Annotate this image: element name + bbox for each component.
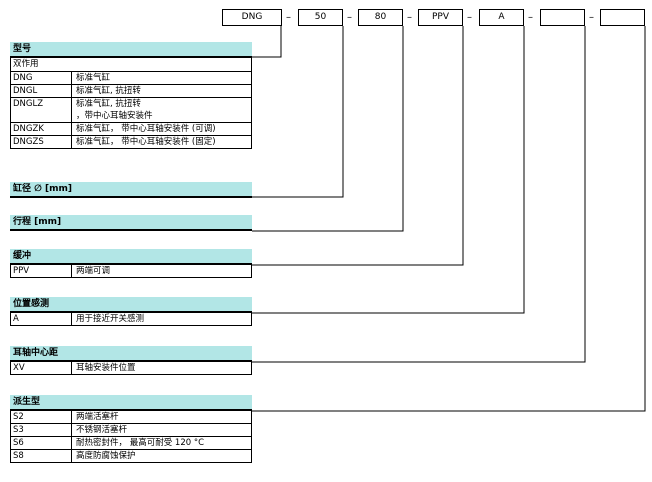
code-desc: 耐热密封件， 最高可耐受 120 °C xyxy=(76,438,205,448)
section-title: 型号 xyxy=(10,42,252,58)
connector-sensing xyxy=(252,26,525,314)
section-cushion: 缓冲 PPV 两端可调 xyxy=(10,249,252,278)
section-stroke: 行程 [mm] xyxy=(10,215,252,231)
code-key: S6 xyxy=(11,437,72,449)
table-row: XV 耳轴安装件位置 xyxy=(11,362,251,375)
connector-cushion xyxy=(252,26,464,266)
table-row: S8 高度防腐蚀保护 xyxy=(11,450,251,463)
code-key: XV xyxy=(11,362,72,374)
variants-table: S2 两端活塞杆 S3 不锈钢活塞杆 S6 耐热密封件， 最高可耐受 120 °… xyxy=(10,411,252,463)
code-box-type: DNG xyxy=(222,9,282,26)
section-subtitle: 双作用 xyxy=(11,58,251,72)
code-key: S8 xyxy=(11,450,72,462)
table-row: A 用于接近开关感测 xyxy=(11,313,251,326)
section-title: 缓冲 xyxy=(10,249,252,265)
section-title: 派生型 xyxy=(10,395,252,411)
code-separator: – xyxy=(467,12,472,23)
section-title: 位置感测 xyxy=(10,297,252,313)
table-row: DNGZS 标准气缸， 带中心耳轴安装件 (固定) xyxy=(11,136,251,149)
trunnion-table: XV 耳轴安装件位置 xyxy=(10,362,252,375)
code-separator: – xyxy=(589,12,594,23)
section-title: 耳轴中心距 xyxy=(10,346,252,362)
type-table: 双作用 DNG 标准气缸 DNGL 标准气缸, 抗扭转 DNGLZ 标准气缸, … xyxy=(10,58,252,149)
section-sensing: 位置感测 A 用于接近开关感测 xyxy=(10,297,252,326)
table-row: DNGLZ 标准气缸, 抗扭转，带中心耳轴安装件 xyxy=(11,98,251,123)
code-key: S3 xyxy=(11,424,72,436)
code-box-sensing: A xyxy=(479,9,524,26)
connector-stroke xyxy=(252,26,404,232)
code-desc: 耳轴安装件位置 xyxy=(76,363,136,373)
code-separator: – xyxy=(407,12,412,23)
code-desc: 高度防腐蚀保护 xyxy=(76,451,136,461)
code-box-variants xyxy=(600,9,645,26)
code-box-bore: 50 xyxy=(298,9,343,26)
code-separator: – xyxy=(347,12,352,23)
table-row: DNGL 标准气缸, 抗扭转 xyxy=(11,85,251,98)
section-title: 缸径 ∅ [mm] xyxy=(10,182,252,198)
code-desc: 标准气缸， 带中心耳轴安装件 (固定) xyxy=(76,137,216,147)
table-row: DNG 标准气缸 xyxy=(11,72,251,85)
code-desc: 不锈钢活塞杆 xyxy=(76,425,128,435)
connector-trunnion xyxy=(252,26,586,363)
code-key: DNGZS xyxy=(11,136,72,148)
code-box-stroke: 80 xyxy=(358,9,403,26)
code-desc: 标准气缸， 带中心耳轴安装件 (可调) xyxy=(76,124,216,134)
code-desc: 标准气缸, 抗扭转，带中心耳轴安装件 xyxy=(76,99,153,121)
cushion-table: PPV 两端可调 xyxy=(10,265,252,278)
code-separator: – xyxy=(286,12,291,23)
section-bore: 缸径 ∅ [mm] xyxy=(10,182,252,198)
connector-type xyxy=(252,26,282,58)
section-trunnion: 耳轴中心距 XV 耳轴安装件位置 xyxy=(10,346,252,375)
code-desc: 用于接近开关感测 xyxy=(76,314,145,324)
table-row: DNGZK 标准气缸， 带中心耳轴安装件 (可调) xyxy=(11,123,251,136)
table-row: S3 不锈钢活塞杆 xyxy=(11,424,251,437)
table-row: S2 两端活塞杆 xyxy=(11,411,251,424)
connector-variants xyxy=(252,26,646,412)
table-row: S6 耐热密封件， 最高可耐受 120 °C xyxy=(11,437,251,450)
code-desc: 两端可调 xyxy=(76,266,111,276)
section-type: 型号 双作用 DNG 标准气缸 DNGL 标准气缸, 抗扭转 DNGLZ 标准气… xyxy=(10,42,252,149)
code-key: DNG xyxy=(11,72,72,84)
connector-bore xyxy=(252,26,344,198)
code-key: S2 xyxy=(11,411,72,423)
table-row: PPV 两端可调 xyxy=(11,265,251,278)
code-desc: 标准气缸 xyxy=(76,73,111,83)
code-desc: 标准气缸, 抗扭转 xyxy=(76,86,141,96)
section-title: 行程 [mm] xyxy=(10,215,252,231)
code-key: DNGZK xyxy=(11,123,72,135)
code-box-cushion: PPV xyxy=(418,9,463,26)
sensing-table: A 用于接近开关感测 xyxy=(10,313,252,326)
code-key: PPV xyxy=(11,265,72,277)
code-key: A xyxy=(11,313,72,325)
code-desc: 两端活塞杆 xyxy=(76,412,119,422)
code-key: DNGLZ xyxy=(11,98,72,122)
code-key: DNGL xyxy=(11,85,72,97)
code-separator: – xyxy=(528,12,533,23)
section-variants: 派生型 S2 两端活塞杆 S3 不锈钢活塞杆 S6 耐热密封件， 最高可耐受 1… xyxy=(10,395,252,463)
code-box-trunnion xyxy=(540,9,585,26)
